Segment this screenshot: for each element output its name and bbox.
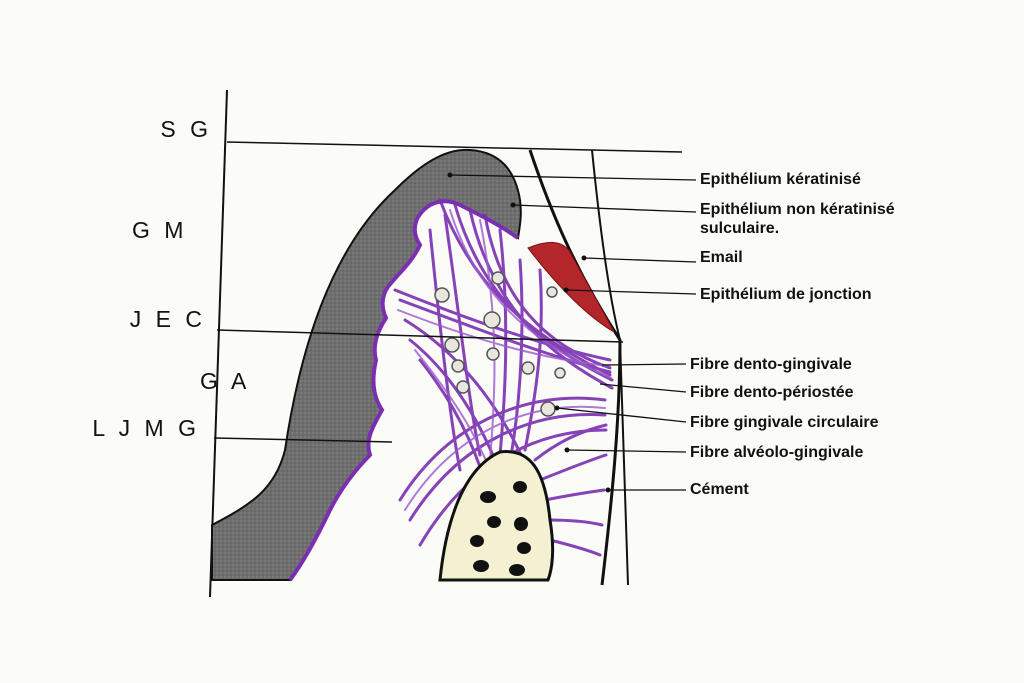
leader-lines: [449, 174, 697, 491]
callout-email: Email: [700, 249, 743, 266]
tooth-outline-inner: [591, 149, 629, 586]
zone-label-ljmg: L J M G: [92, 415, 200, 441]
fibroblast-cells: [434, 271, 566, 417]
leader-dots: [447, 172, 611, 493]
zone-label-gm: G M: [132, 217, 188, 243]
enamel-region: [527, 242, 616, 334]
callout-fibre-dento-periostee: Fibre dento-périostée: [690, 384, 854, 401]
zone-line-jec: [216, 329, 624, 343]
zone-label-jec: J E C: [129, 306, 206, 332]
bone-lacunae: [470, 481, 531, 576]
zone-label-sg: S G: [160, 116, 212, 142]
alveolar-bone[interactable]: [438, 450, 555, 582]
callout-epithelium-sulculaire: Epithélium non kératinisé sulculaire.: [700, 201, 895, 237]
zone-label-ga: G A: [200, 368, 251, 394]
callout-fibre-dento-gingivale: Fibre dento-gingivale: [690, 356, 852, 373]
callout-fibre-gingivale-circulaire: Fibre gingivale circulaire: [690, 414, 879, 431]
callout-epithelium-jonction: Epithélium de jonction: [700, 286, 872, 303]
callout-fibre-alveolo-gingivale: Fibre alvéolo-gingivale: [690, 444, 864, 461]
callout-cement: Cément: [690, 481, 749, 498]
zone-line-ljmg: [213, 437, 393, 443]
scale-axis: [209, 89, 228, 598]
callout-epithelium-keratinise: Epithélium kératinisé: [700, 171, 861, 188]
zone-line-sg: [226, 141, 683, 153]
